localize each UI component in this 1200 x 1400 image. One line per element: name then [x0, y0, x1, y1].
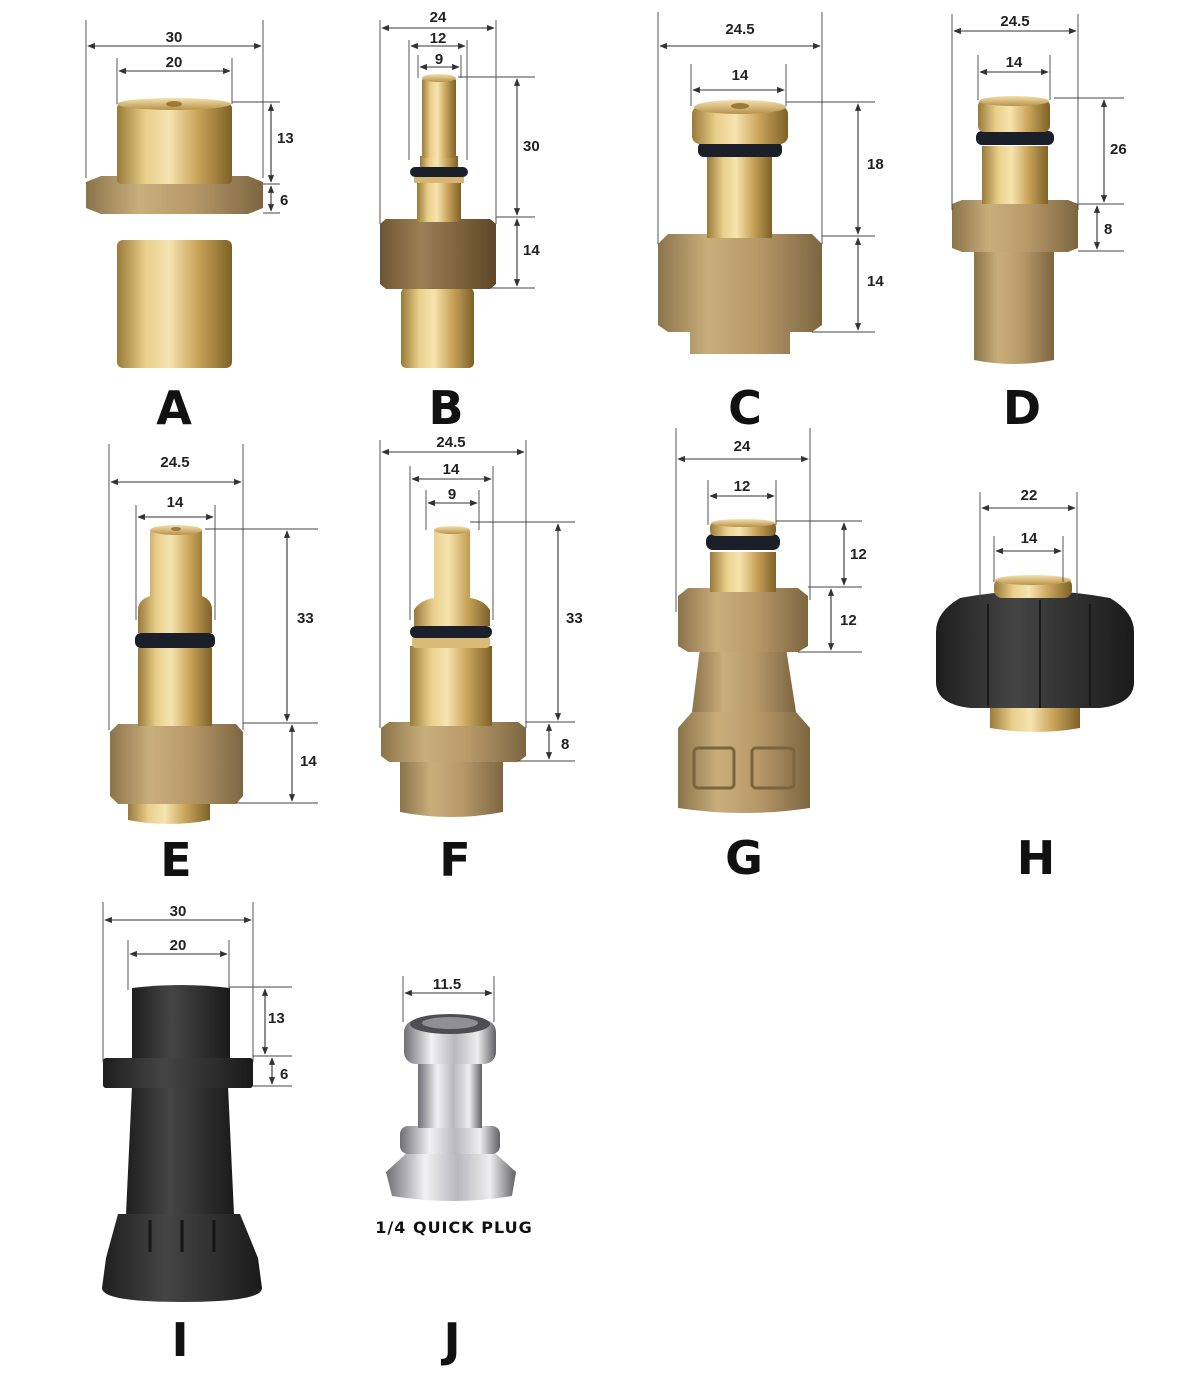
fitting-i: 30 20 13 6 I — [102, 902, 292, 1367]
label-i: I — [171, 1313, 188, 1367]
dim-g-width-24: 24 — [734, 438, 751, 455]
fitting-b-body — [380, 74, 496, 368]
fitting-c-body — [658, 100, 822, 354]
fitting-a: 30 20 13 6 A — [85, 20, 294, 435]
fitting-h: 22 14 H — [936, 487, 1134, 885]
fitting-h-body — [936, 575, 1134, 732]
fitting-e: 24.5 14 33 14 E — [108, 444, 318, 887]
dim-d-width-24-5: 24.5 — [1000, 13, 1029, 30]
dim-e-height-33: 33 — [297, 610, 314, 627]
dim-i-height-6: 6 — [280, 1066, 288, 1083]
dim-f-height-8: 8 — [561, 736, 569, 753]
dim-b-width-9: 9 — [435, 51, 443, 68]
label-f: F — [439, 833, 470, 887]
dim-g-height-12b: 12 — [840, 612, 857, 629]
label-a: A — [156, 381, 192, 435]
label-e: E — [160, 833, 191, 887]
fitting-c: 24.5 14 18 14 C — [657, 12, 884, 435]
dim-a-height-13: 13 — [277, 130, 294, 147]
dim-c-width-14: 14 — [732, 67, 749, 84]
label-c: C — [728, 381, 762, 435]
dim-d-height-8: 8 — [1104, 221, 1112, 238]
dim-h-width-22: 22 — [1021, 487, 1038, 504]
fitting-g: 24 12 12 12 G — [675, 428, 867, 885]
fitting-e-body — [110, 525, 243, 824]
dim-e-width-24-5: 24.5 — [160, 454, 189, 471]
fitting-g-body — [678, 519, 810, 813]
fitting-j: 11.5 1/4 QUICK PLUG J — [375, 976, 532, 1367]
dim-c-width-24-5: 24.5 — [725, 21, 754, 38]
dim-c-height-14: 14 — [867, 273, 884, 290]
dim-c-height-18: 18 — [867, 156, 884, 173]
dim-a-width-20: 20 — [166, 54, 183, 71]
fitting-f: 24.5 14 9 33 8 F — [379, 434, 583, 887]
dim-i-width-30: 30 — [170, 903, 187, 920]
fitting-b: 24 12 9 30 14 B — [379, 9, 540, 435]
dim-h-width-14: 14 — [1021, 530, 1038, 547]
dim-f-height-33: 33 — [566, 610, 583, 627]
dim-j-width-11-5: 11.5 — [433, 976, 461, 993]
fitting-i-body — [102, 985, 262, 1302]
label-g: G — [725, 831, 763, 885]
dim-b-width-24: 24 — [430, 9, 447, 26]
dim-f-width-14: 14 — [443, 461, 460, 478]
caption-j: 1/4 QUICK PLUG — [375, 1218, 532, 1237]
dim-a-width-30: 30 — [166, 29, 183, 46]
label-j: J — [440, 1313, 460, 1367]
dim-i-width-20: 20 — [170, 937, 187, 954]
dim-g-height-12a: 12 — [850, 546, 867, 563]
dim-a-height-6: 6 — [280, 192, 288, 209]
dim-f-width-24-5: 24.5 — [436, 434, 465, 451]
dim-b-width-12: 12 — [430, 30, 447, 47]
label-d: D — [1003, 381, 1041, 435]
dim-f-width-9: 9 — [448, 486, 456, 503]
dim-d-width-14: 14 — [1006, 54, 1023, 71]
dim-b-height-30: 30 — [523, 138, 540, 155]
dim-d-height-26: 26 — [1110, 141, 1127, 158]
label-h: H — [1017, 831, 1056, 885]
dim-e-width-14: 14 — [167, 494, 184, 511]
dim-i-height-13: 13 — [268, 1010, 285, 1027]
dim-b-height-14: 14 — [523, 242, 540, 259]
dim-e-height-14: 14 — [300, 753, 317, 770]
fitting-j-body — [386, 1014, 516, 1201]
fitting-a-body — [86, 98, 263, 368]
dim-g-width-12: 12 — [734, 478, 751, 495]
fitting-d-body — [952, 96, 1078, 364]
fitting-d: 24.5 14 26 8 D — [951, 13, 1127, 435]
label-b: B — [428, 381, 463, 435]
fitting-f-body — [381, 526, 526, 817]
